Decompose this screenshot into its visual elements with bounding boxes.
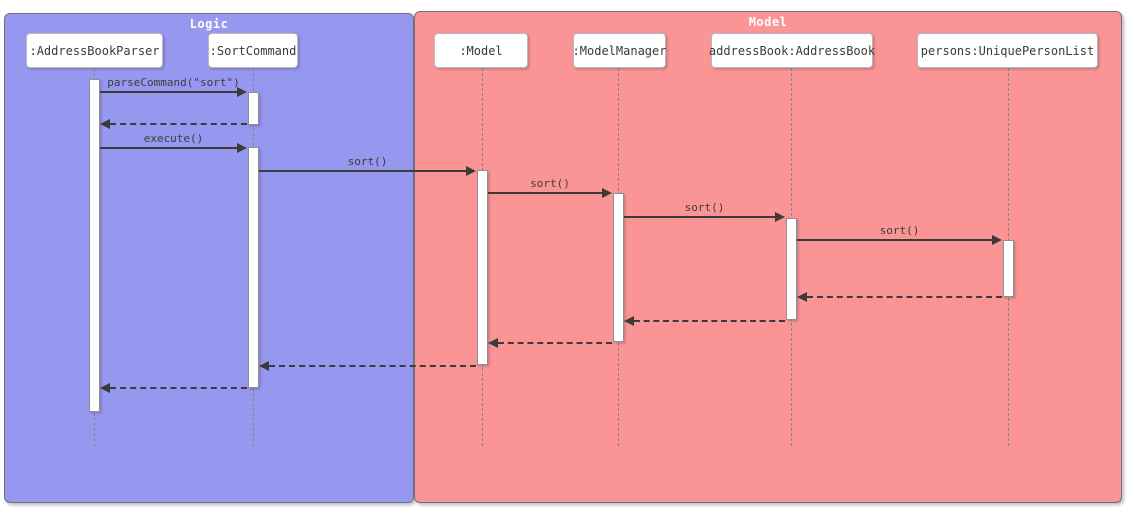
arrowhead-left-icon — [100, 119, 110, 129]
object-box-model: :Model — [434, 33, 528, 68]
arrowhead-right-icon — [992, 235, 1002, 245]
arrowhead-left-icon — [488, 338, 498, 348]
object-box-unique-person-list: persons:UniquePersonList — [917, 33, 1098, 68]
message-line-return-1 — [110, 123, 247, 125]
message-label: sort() — [530, 177, 570, 190]
arrowhead-right-icon — [775, 212, 785, 222]
arrowhead-right-icon — [237, 143, 247, 153]
arrowhead-left-icon — [624, 316, 634, 326]
message-line-call-4 — [488, 192, 602, 194]
arrowhead-right-icon — [466, 166, 476, 176]
message-line-call-5 — [624, 216, 775, 218]
message-label: sort() — [347, 155, 388, 168]
activation-bar-model-manager-4 — [612, 193, 624, 342]
arrowhead-left-icon — [100, 383, 110, 393]
object-box-sort-command: :SortCommand — [208, 33, 298, 68]
object-label-address-book: addressBook:AddressBook — [708, 43, 876, 58]
message-label: sort() — [684, 201, 725, 214]
object-box-model-manager: :ModelManager — [573, 33, 666, 68]
activation-bar-model-3 — [476, 170, 488, 365]
message-line-return-7 — [807, 296, 1002, 298]
container-model: Model — [414, 11, 1122, 503]
container-model-title: Model — [748, 15, 788, 29]
object-box-address-book: addressBook:AddressBook — [708, 33, 876, 68]
activation-bar-address-book-5 — [785, 218, 797, 320]
message-line-return-11 — [110, 387, 247, 389]
arrowhead-right-icon — [602, 188, 612, 198]
object-label-model-manager: :ModelManager — [572, 43, 667, 58]
message-label: execute() — [143, 132, 204, 145]
container-logic: Logic — [4, 13, 414, 503]
activation-bar-sort-command-1 — [247, 92, 259, 125]
object-label-sort-command: :SortCommand — [209, 43, 297, 58]
activation-bar-address-book-parser-0 — [89, 79, 100, 412]
object-label-address-book-parser: :AddressBookParser — [29, 43, 160, 58]
object-label-unique-person-list: persons:UniquePersonList — [920, 43, 1095, 58]
message-line-call-0 — [100, 91, 237, 93]
object-label-model: :Model — [459, 43, 503, 58]
arrowhead-right-icon — [237, 87, 247, 97]
message-line-call-2 — [100, 147, 237, 149]
arrowhead-left-icon — [797, 292, 807, 302]
message-label: parseCommand("sort") — [107, 76, 240, 89]
object-box-address-book-parser: :AddressBookParser — [26, 33, 163, 68]
arrowhead-left-icon — [259, 361, 269, 371]
message-line-return-10 — [269, 365, 476, 367]
container-logic-title: Logic — [189, 17, 229, 31]
activation-bar-unique-person-list-6 — [1002, 240, 1014, 297]
message-label: sort() — [879, 224, 920, 237]
message-line-return-8 — [634, 320, 785, 322]
message-line-call-6 — [797, 239, 992, 241]
activation-bar-sort-command-2 — [247, 147, 259, 388]
message-line-return-9 — [498, 342, 612, 344]
message-line-call-3 — [259, 170, 466, 172]
